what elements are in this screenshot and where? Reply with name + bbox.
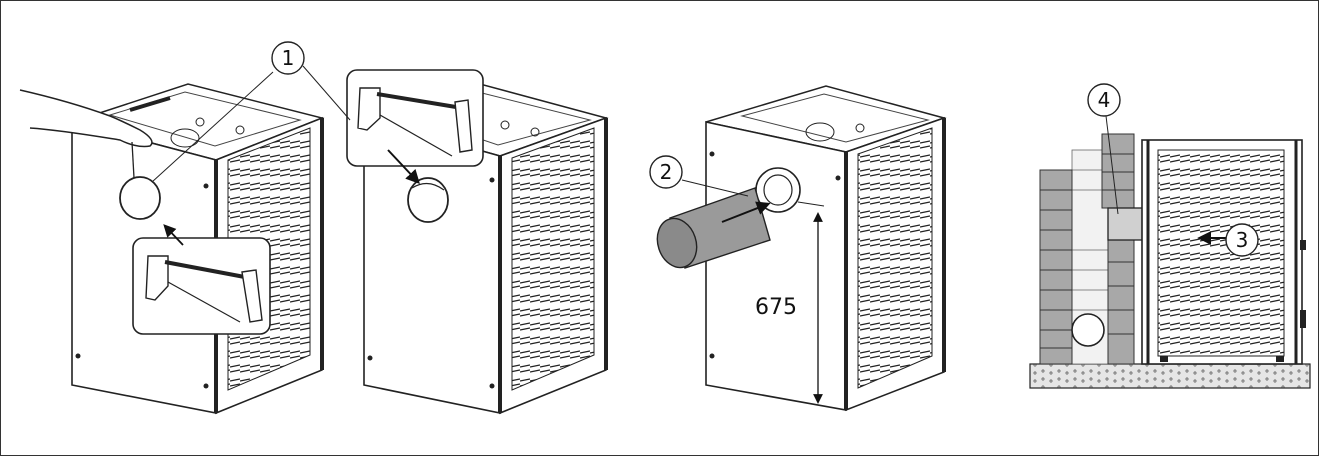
flue-pipe bbox=[656, 187, 771, 269]
hand-illustration bbox=[19, 89, 153, 148]
hacksaw-icon bbox=[145, 255, 263, 323]
callout-1-leader-b bbox=[302, 65, 351, 121]
callout-4-label: 4 bbox=[1098, 88, 1111, 112]
callout-3-label: 3 bbox=[1236, 228, 1249, 252]
cleanout-opening bbox=[1071, 313, 1105, 347]
callout-2-label: 2 bbox=[660, 160, 673, 184]
panel-3-heater-pipe-connection: 675 2 bbox=[649, 85, 947, 412]
callout-1-label: 1 bbox=[282, 46, 295, 70]
callout-1-badge: 1 bbox=[271, 41, 305, 75]
heater-side-view bbox=[1141, 139, 1306, 365]
panel-1-heater-cut-knockout bbox=[19, 83, 325, 415]
masonry-wall-left bbox=[1039, 169, 1073, 365]
hacksaw-icon-2 bbox=[357, 87, 473, 157]
callout-4-badge: 4 bbox=[1087, 83, 1121, 117]
floor-slab bbox=[1029, 363, 1311, 389]
panel-4-wall-section: 3 4 bbox=[1029, 83, 1311, 389]
callout-4-leader bbox=[1105, 115, 1119, 215]
callout-3-badge: 3 bbox=[1225, 223, 1259, 257]
panel-2-heater-knockout-removed bbox=[346, 69, 609, 415]
callout-1-leader-a bbox=[151, 71, 274, 183]
callout-2-leader bbox=[681, 179, 749, 197]
callout-2-badge: 2 bbox=[649, 155, 683, 189]
dimension-675-label: 675 bbox=[755, 295, 797, 320]
height-dimension: 675 bbox=[755, 201, 825, 404]
